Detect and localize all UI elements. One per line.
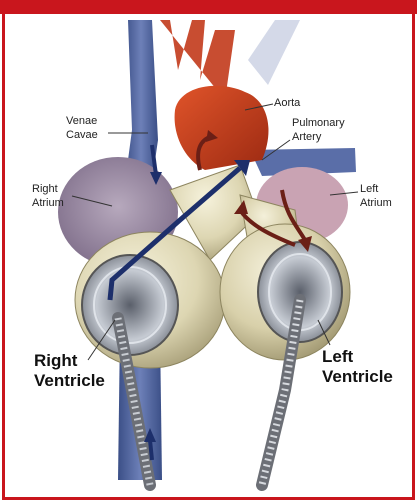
label-left-atrium-1: Left xyxy=(360,183,378,195)
label-right-ventricle-1: Right xyxy=(34,351,78,370)
ivc-flow-arrow-up xyxy=(150,440,152,460)
label-venae-cavae-1: Venae xyxy=(66,115,97,127)
label-left-ventricle-2: Ventricle xyxy=(322,367,393,386)
label-pulmonary-artery-2: Artery xyxy=(292,131,322,143)
label-left-ventricle-1: Left xyxy=(322,347,354,366)
aorta-shape xyxy=(175,86,269,170)
label-pulmonary-artery-1: Pulmonary xyxy=(292,117,345,129)
label-left-atrium-2: Atrium xyxy=(360,197,392,209)
pulmonary-vessel-upper xyxy=(248,20,300,85)
label-right-atrium-2: Atrium xyxy=(32,197,64,209)
label-aorta: Aorta xyxy=(274,97,301,109)
label-right-ventricle-2: Ventricle xyxy=(34,371,105,390)
label-right-atrium-1: Right xyxy=(32,183,58,195)
label-venae-cavae-2: Cavae xyxy=(66,129,98,141)
right-pump-face xyxy=(82,255,178,355)
